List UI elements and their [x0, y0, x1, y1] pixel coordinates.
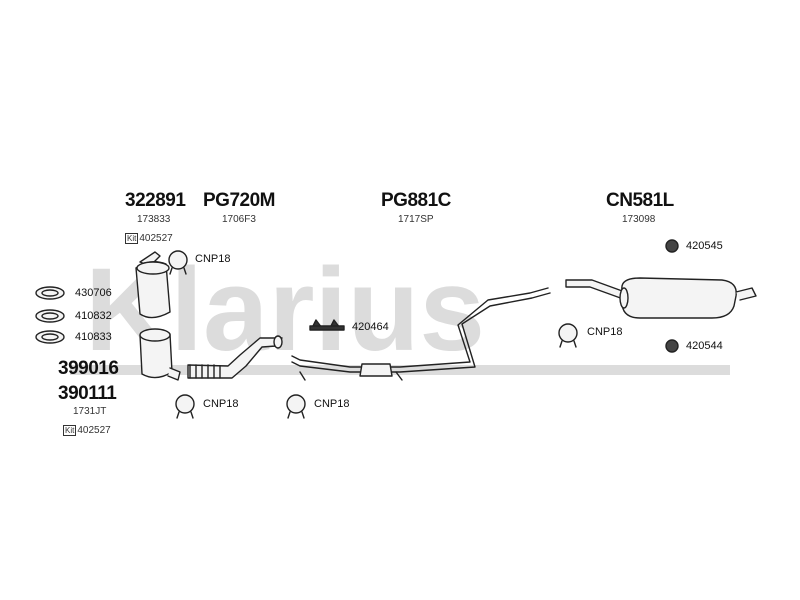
clamp-icon-3 [175, 394, 195, 419]
gasket-410832 [35, 309, 65, 323]
kit-badge: Kit [63, 425, 77, 436]
mount-label-420545: 420545 [686, 240, 723, 252]
part-number-390111: 390111 [58, 383, 117, 404]
part-number-pg720m: PG720M [203, 190, 275, 211]
part-number-pg881c: PG881C [381, 190, 451, 211]
part-sub-1706f3: 1706F3 [222, 214, 256, 225]
mount-420545 [665, 239, 679, 253]
part-number-cn581l: CN581L [606, 190, 674, 211]
clamp-label-4: CNP18 [314, 398, 350, 410]
mount-420464 [309, 319, 345, 331]
gasket-410833 [35, 330, 65, 344]
clamp-label-1: CNP18 [195, 253, 231, 265]
gasket-label-410832: 410832 [75, 310, 112, 322]
catalyst-lower [139, 328, 181, 381]
kit-code: 402527 [139, 233, 173, 244]
mount-label-420464: 420464 [352, 321, 389, 333]
part-number-399016: 399016 [58, 358, 119, 379]
gasket-label-430706: 430706 [75, 287, 112, 299]
clamp-icon-1 [168, 250, 188, 275]
clamp-icon-4 [286, 394, 306, 419]
gasket-label-410833: 410833 [75, 331, 112, 343]
kit-badge: Kit [125, 233, 139, 244]
gasket-430706 [35, 286, 65, 300]
part-number-322891: 322891 [125, 190, 186, 211]
part-sub-173098: 173098 [622, 214, 656, 225]
mount-420544 [665, 339, 679, 353]
part-sub-1717sp: 1717SP [398, 214, 434, 225]
mount-label-420544: 420544 [686, 340, 723, 352]
clamp-icon-2 [558, 323, 578, 348]
kit-code: 402527 [77, 425, 111, 436]
centre-pipe [291, 287, 551, 381]
front-pipe-flexi [187, 335, 283, 379]
rear-silencer [565, 277, 757, 319]
clamp-label-2: CNP18 [587, 326, 623, 338]
part-sub-173833: 173833 [137, 214, 171, 225]
clamp-label-3: CNP18 [203, 398, 239, 410]
catalyst-upper [135, 251, 171, 319]
part-sub-1731jt: 1731JT [73, 406, 107, 417]
